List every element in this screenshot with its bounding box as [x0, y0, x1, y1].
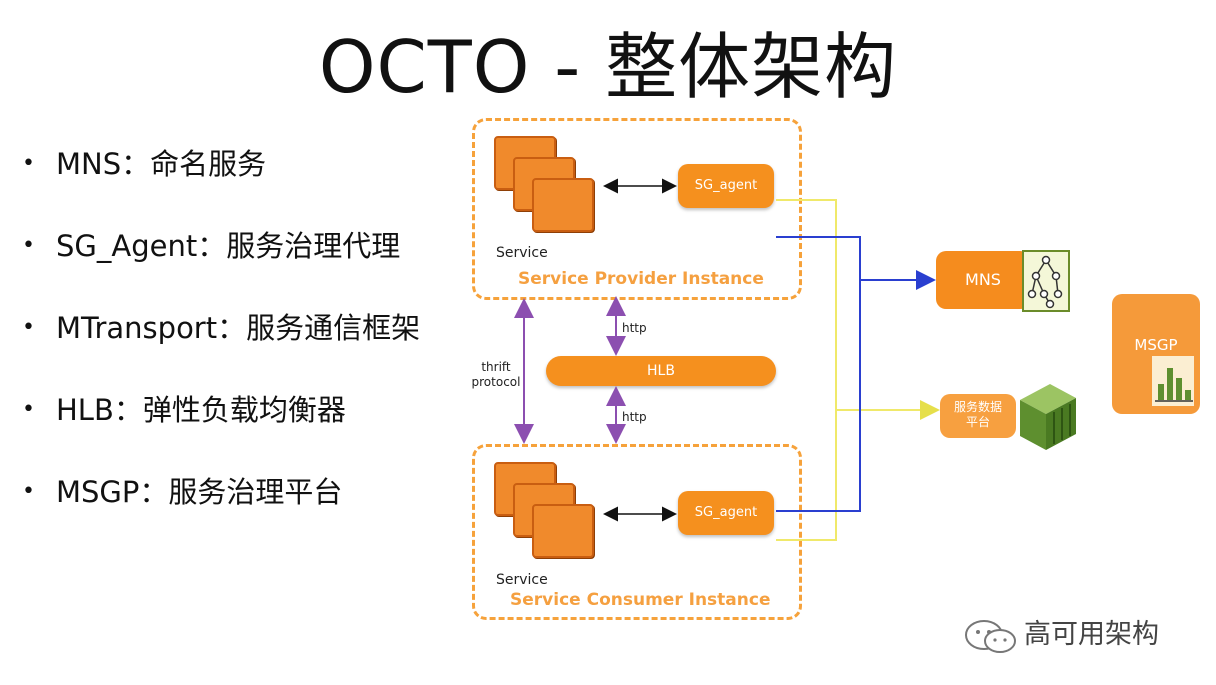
bullet-mtransport: • MTransport：服务通信框架: [22, 308, 420, 348]
bullet-text: MSGP：服务治理平台: [56, 475, 343, 509]
bullet-sg-agent: • SG_Agent：服务治理代理: [22, 226, 400, 266]
consumer-data-line: [776, 410, 837, 541]
consumer-service-label: Service: [496, 572, 548, 588]
bullet-marker: •: [22, 151, 35, 176]
msgp-label: MSGP: [1134, 336, 1178, 354]
msgp-chart-icon: [1152, 356, 1194, 406]
provider-mns-line: [776, 236, 936, 290]
bullet-text: HLB：弹性负载均衡器: [56, 393, 346, 427]
consumer-mns-line: [776, 280, 861, 512]
bullet-marker: •: [22, 315, 35, 340]
service-cube-icon: [532, 504, 594, 558]
consumer-sg-agent: SG_agent: [678, 491, 774, 535]
bullet-msgp: • MSGP：服务治理平台: [22, 472, 342, 512]
data-platform-storage-icon: [1020, 384, 1076, 450]
bullet-marker: •: [22, 397, 35, 422]
consumer-instance-label: Service Consumer Instance: [510, 590, 771, 610]
bullet-text: SG_Agent：服务治理代理: [56, 229, 401, 263]
bullet-hlb: • HLB：弹性负载均衡器: [22, 390, 346, 430]
wechat-icon: [965, 619, 1016, 653]
provider-sg-agent: SG_agent: [678, 164, 774, 208]
bullet-marker: •: [22, 479, 35, 504]
bullet-mns: • MNS：命名服务: [22, 144, 266, 184]
bullet-text: MTransport：服务通信框架: [56, 311, 421, 345]
http-bottom-label: http: [622, 410, 647, 424]
mns-tree-icon: [1022, 250, 1070, 312]
watermark-text: 高可用架构: [1024, 619, 1159, 650]
bullet-text: MNS：命名服务: [56, 147, 267, 181]
service-cube-icon: [532, 178, 594, 232]
provider-service-label: Service: [496, 245, 548, 261]
data-platform-box: 服务数据 平台: [940, 394, 1016, 438]
watermark: 高可用架构: [962, 612, 1159, 654]
mns-box: MNS: [936, 251, 1030, 309]
http-top-label: http: [622, 321, 647, 335]
provider-instance-label: Service Provider Instance: [518, 269, 764, 289]
hlb-bar: HLB: [546, 356, 776, 386]
provider-data-line: [776, 199, 940, 420]
bullet-marker: •: [22, 233, 35, 258]
thrift-protocol-label: thrift protocol: [471, 360, 521, 389]
slide-title: OCTO - 整体架构: [318, 25, 898, 109]
